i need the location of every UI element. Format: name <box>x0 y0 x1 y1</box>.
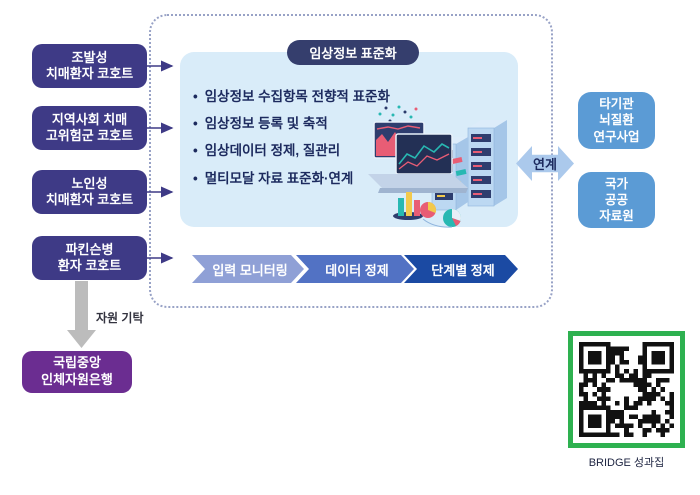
data-infrastructure-illustration <box>368 105 507 228</box>
panel-title: 임상정보 표준화 <box>287 40 419 65</box>
cohort-box-early-onset-dementia: 조발성 치매환자 코호트 <box>32 44 147 88</box>
bullet-text: 멀티모달 자료 표준화·연계 <box>204 170 354 186</box>
cohort-box-parkinsons: 파킨슨병 환자 코호트 <box>32 236 147 280</box>
linkage-label: 연계 <box>533 157 557 172</box>
laptop-charts-icon <box>368 121 468 193</box>
bullet-item: 임상정보 수집항목 전향적 표준화 <box>193 89 403 104</box>
external-box-public-data: 국가 공공 자료원 <box>578 172 655 228</box>
pipeline-step-data-cleansing: 데이터 정제 <box>296 255 414 283</box>
external-box-brain-research: 타기관 뇌질환 연구사업 <box>578 92 655 149</box>
bullet-item: 멀티모달 자료 표준화·연계 <box>193 170 403 186</box>
pipeline-step-stepwise-cleansing: 단계별 정제 <box>404 255 518 283</box>
linkage-arrow: 연계 <box>516 146 574 181</box>
bullet-item: 임상정보 등록 및 축적 <box>193 116 403 132</box>
qr-block: BRIDGE 성과집 <box>568 331 685 470</box>
qr-code <box>568 331 685 448</box>
panel-bullet-list: 임상정보 수집항목 전향적 표준화 임상정보 등록 및 축적 임상데이터 정제,… <box>193 89 403 199</box>
bullet-text: 임상정보 등록 및 축적 <box>204 116 328 132</box>
scatter-dots-icon <box>378 105 418 123</box>
cohort-box-community-high-risk: 지역사회 치매 고위험군 코호트 <box>32 106 147 150</box>
cohort-box-senile-dementia: 노인성 치매환자 코호트 <box>32 170 147 214</box>
bullet-text: 임상정보 수집항목 전향적 표준화 <box>204 89 390 104</box>
deposit-arrow <box>67 281 96 348</box>
bullet-text: 임상데이터 정제, 질관리 <box>204 143 341 159</box>
qr-caption: BRIDGE 성과집 <box>588 457 665 469</box>
bullet-item: 임상데이터 정제, 질관리 <box>193 144 403 158</box>
pie-chart-icon <box>420 201 462 228</box>
biobank-box: 국립중앙 인체자원은행 <box>22 351 132 393</box>
deposit-label: 자원 기탁 <box>96 311 144 325</box>
server-tower-icon <box>467 120 507 207</box>
bar-chart-icon <box>393 192 423 220</box>
pipeline-step-input-monitoring: 입력 모니터링 <box>192 255 304 283</box>
